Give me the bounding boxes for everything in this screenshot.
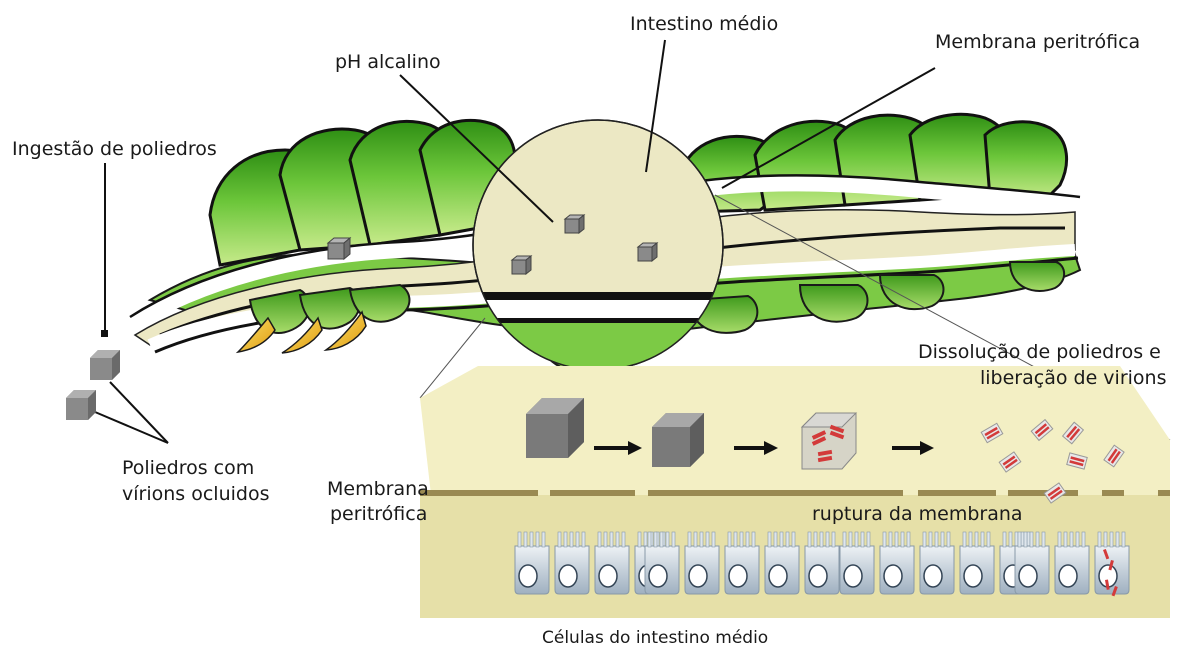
midgut-cells: [515, 532, 1129, 596]
label-peritrophic-membrane: Membrana peritrófica: [935, 31, 1140, 53]
epithelial-cell: [725, 532, 759, 594]
label-ph: pH alcalino: [335, 51, 441, 73]
epithelial-cell: [920, 532, 954, 594]
epithelial-cell: [765, 532, 799, 594]
epithelial-cell: [1095, 532, 1129, 596]
epithelial-cell: [555, 532, 589, 594]
polyhedron-in-gut: [328, 238, 350, 259]
epithelial-cell: [515, 532, 549, 594]
polyhedron-releasing-virions: [802, 413, 856, 469]
label-dissolution-2: liberação de virions: [980, 367, 1166, 389]
epithelial-cell: [840, 532, 874, 594]
epithelial-cell: [960, 532, 994, 594]
polyhedron-intact: [526, 398, 584, 458]
epithelial-cell: [645, 532, 679, 594]
label-dissolution-1: Dissolução de poliedros e: [918, 341, 1161, 363]
label-polyhedra-1: Poliedros com: [122, 457, 254, 479]
epithelial-cell: [880, 532, 914, 594]
label-rupture: ruptura da membrana: [812, 503, 1023, 525]
epithelial-cell: [595, 532, 629, 594]
label-midgut: Intestino médio: [630, 13, 778, 35]
label-ingestion: Ingestão de poliedros: [12, 138, 217, 160]
label-midgut-cells: Células do intestino médio: [542, 628, 768, 648]
epithelial-cell: [1015, 532, 1049, 594]
label-inset-membrane-1: Membrana: [327, 478, 429, 500]
polyhedron-dissolving: [652, 413, 704, 467]
epithelial-cell: [805, 532, 839, 594]
label-polyhedra-2: vírions ocluidos: [122, 483, 269, 505]
epithelial-cell: [685, 532, 719, 594]
epithelial-cell: [1055, 532, 1089, 594]
label-inset-membrane-2: peritrófica: [330, 503, 427, 525]
